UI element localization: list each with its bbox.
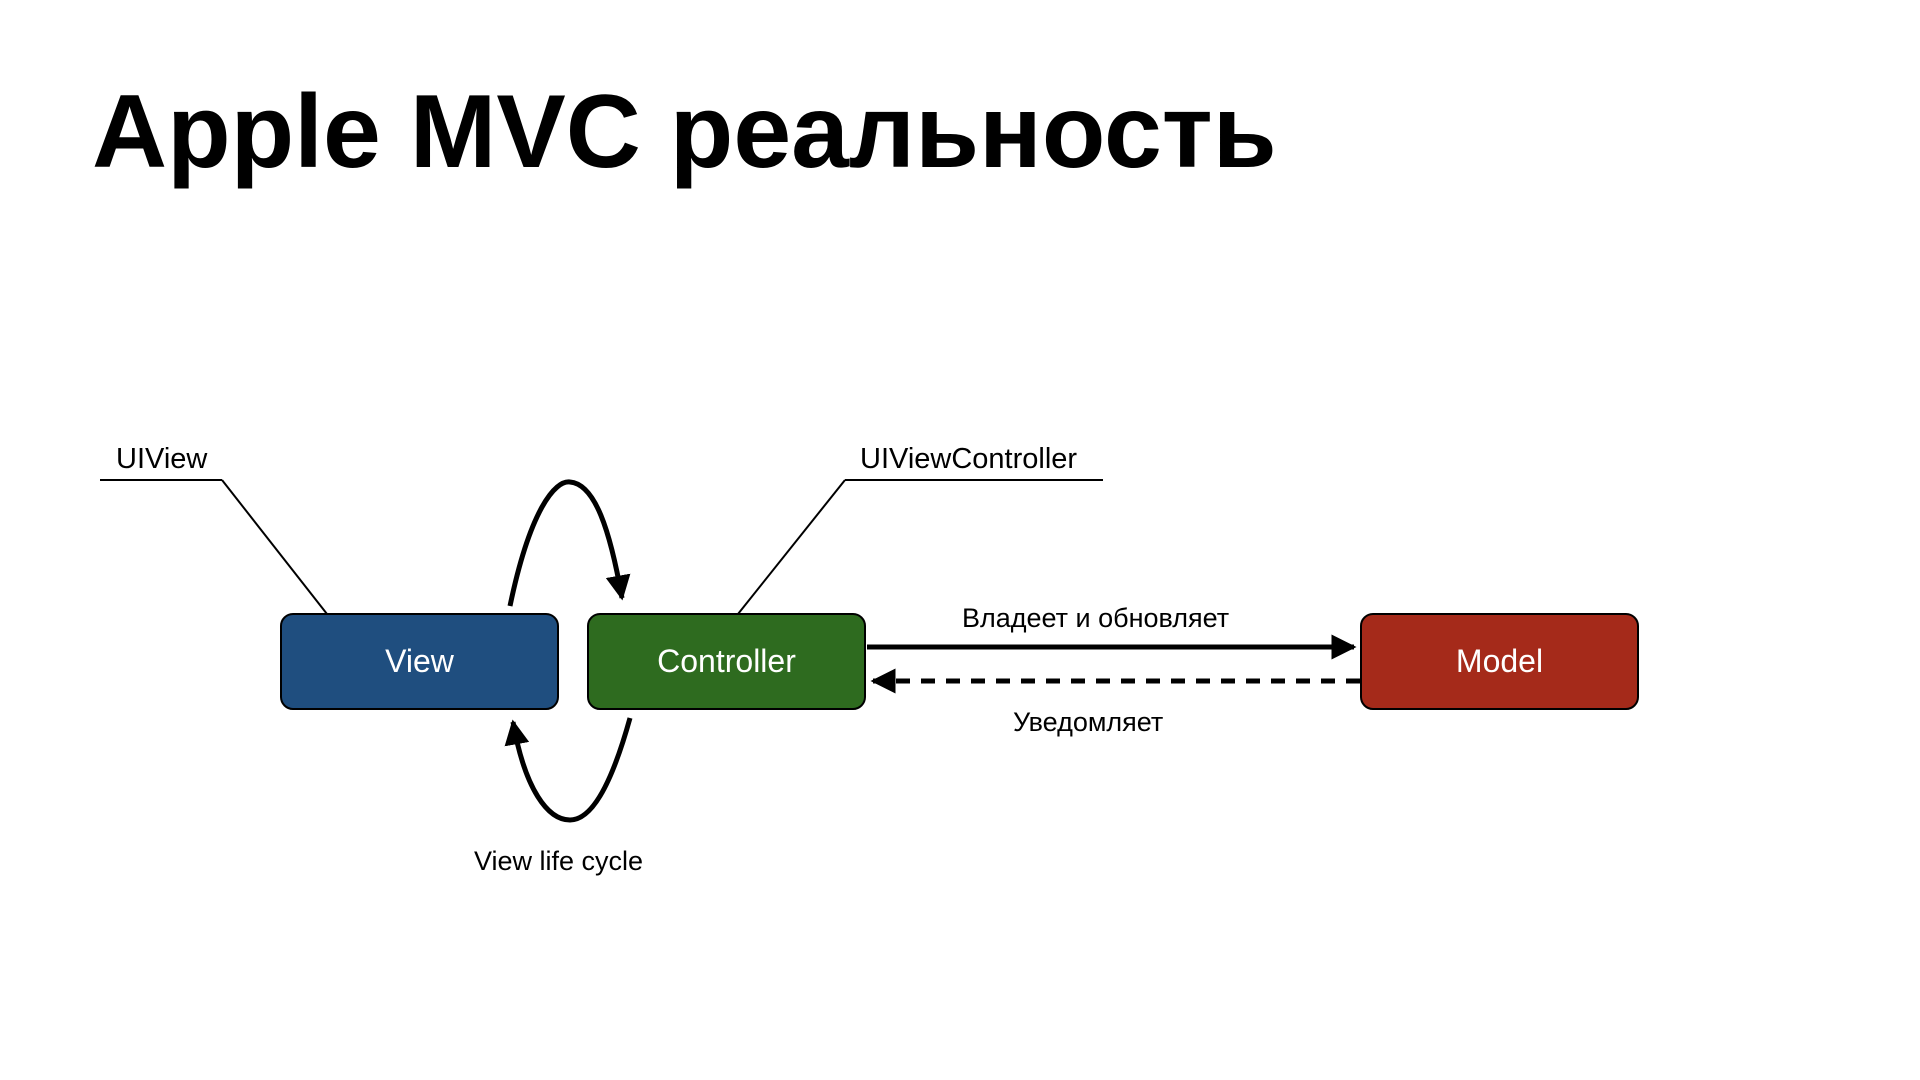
view-node: View <box>280 613 559 710</box>
model-node: Model <box>1360 613 1639 710</box>
uiview-callout: UIView <box>100 443 328 615</box>
notifies-edge: Уведомляет <box>870 668 1360 737</box>
uiviewcontroller-leader <box>737 479 846 615</box>
controller-box <box>587 613 866 710</box>
uiviewcontroller-callout: UIViewController <box>737 443 1103 615</box>
uiview-label: UIView <box>116 443 208 475</box>
controller-label: Controller <box>657 643 796 679</box>
lifecycle-arc-bottom <box>504 717 633 823</box>
lifecycle-arc-top <box>507 479 631 607</box>
uiview-leader <box>221 479 328 615</box>
view-box <box>280 613 559 710</box>
view-label: View <box>385 643 455 679</box>
slide-title: Apple MVC реальность <box>92 74 1277 190</box>
model-box <box>1360 613 1639 710</box>
lifecycle-label: View life cycle <box>474 846 643 876</box>
uiviewcontroller-label: UIViewController <box>860 443 1077 475</box>
lifecycle-loop: View life cycle <box>474 479 643 876</box>
notifies-label: Уведомляет <box>1013 707 1163 737</box>
owns-updates-label: Владеет и обновляет <box>962 603 1229 633</box>
owns-updates-edge: Владеет и обновляет <box>867 603 1357 660</box>
controller-node: Controller <box>587 613 866 710</box>
model-label: Model <box>1456 643 1543 679</box>
